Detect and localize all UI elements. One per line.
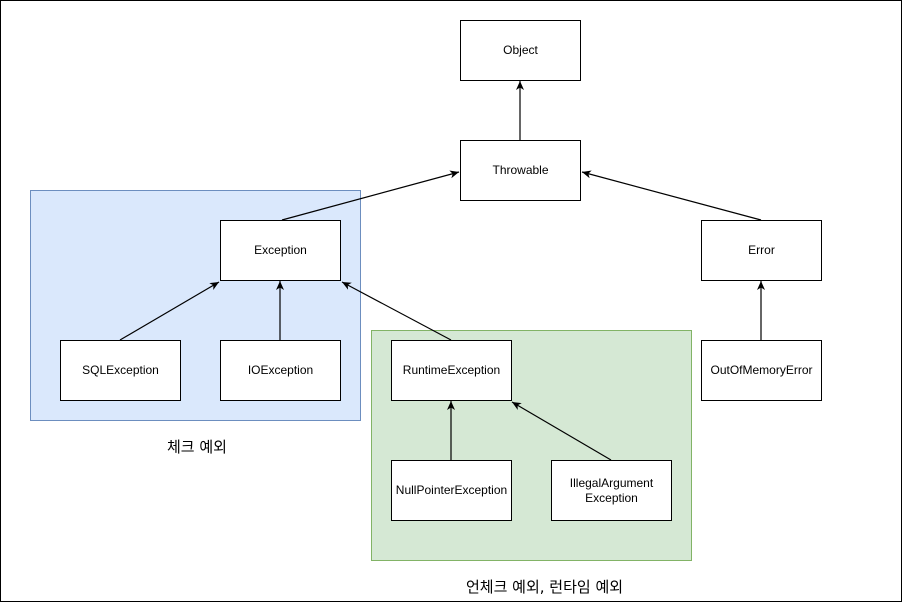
edge-exception-throwable	[281, 170, 460, 221]
object-node: Object	[460, 20, 581, 81]
nullpointerexception-node: NullPointerException	[391, 460, 512, 521]
edge-sqlexception-exception	[119, 281, 220, 341]
illegalargumentexception-node: IllegalArgument Exception	[551, 460, 672, 521]
unchecked-exception-caption: 언체크 예외, 런타임 예외	[466, 578, 624, 596]
checked-exception-caption: 체크 예외	[167, 438, 227, 456]
outofmemoryerror-node: OutOfMemoryError	[701, 340, 822, 401]
throwable-node: Throwable	[460, 140, 581, 201]
edge-illegalargumentexception-runtimeexception	[511, 401, 612, 461]
edge-runtimeexception-exception	[341, 281, 452, 341]
exception-node: Exception	[220, 220, 341, 281]
sqlexception-node: SQLException	[60, 340, 181, 401]
runtimeexception-node: RuntimeException	[391, 340, 512, 401]
error-node: Error	[701, 220, 822, 281]
ioexception-node: IOException	[220, 340, 341, 401]
edge-error-throwable	[581, 170, 762, 221]
